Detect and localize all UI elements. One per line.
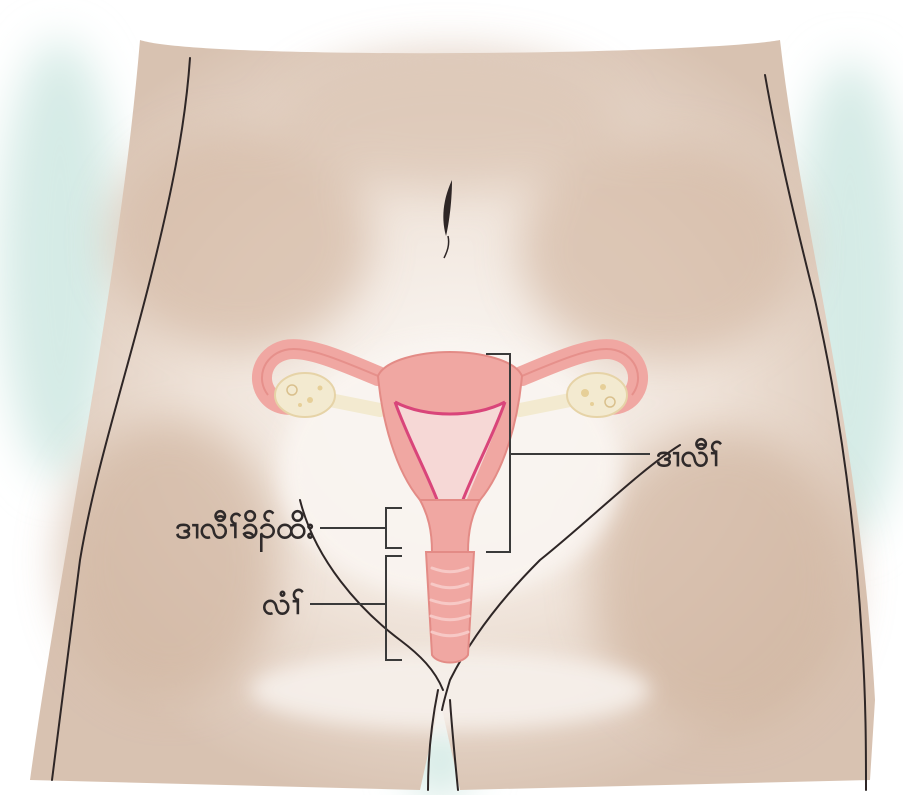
ovary-icon bbox=[275, 373, 335, 417]
label-uterus: ဒၢလီၢ် bbox=[656, 438, 722, 474]
label-vagina: လံၢ် bbox=[262, 586, 304, 622]
ovary-right bbox=[567, 373, 627, 417]
vagina bbox=[426, 552, 474, 663]
